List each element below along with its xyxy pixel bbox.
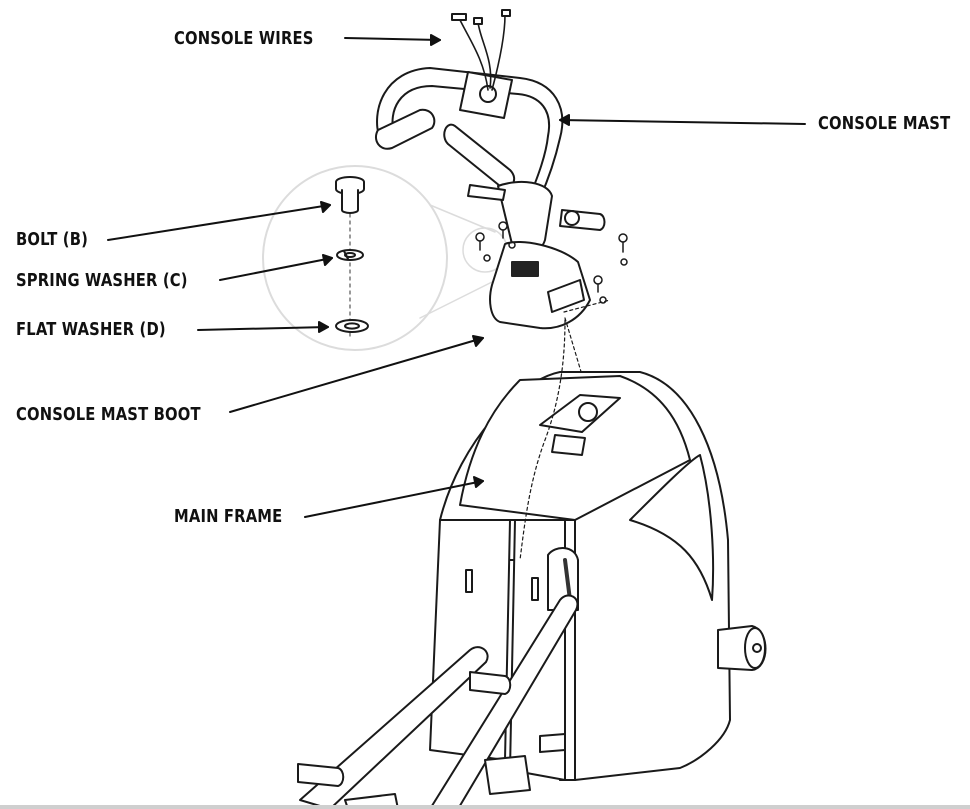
- bolt-part: [335, 176, 365, 214]
- bottom-divider: [0, 805, 970, 809]
- leader-arrows: [107, 34, 806, 518]
- label-main-frame: MAIN FRAME: [174, 506, 283, 527]
- label-console-wires: CONSOLE WIRES: [174, 28, 314, 49]
- console-mast-boot: [475, 221, 628, 386]
- label-spring-washer: SPRING WASHER (C): [16, 270, 188, 291]
- main-frame: [429, 319, 767, 781]
- label-bolt: BOLT (B): [16, 229, 89, 250]
- flat-washer-part: [335, 319, 369, 333]
- label-flat-washer: FLAT WASHER (D): [16, 319, 166, 340]
- label-console-mast-boot: CONSOLE MAST BOOT: [16, 404, 201, 425]
- arm-rails: [297, 594, 579, 809]
- detail-callout: [262, 165, 508, 351]
- label-console-mast: CONSOLE MAST: [818, 113, 951, 134]
- spring-washer-part: [336, 249, 364, 261]
- console-mast: [374, 9, 606, 255]
